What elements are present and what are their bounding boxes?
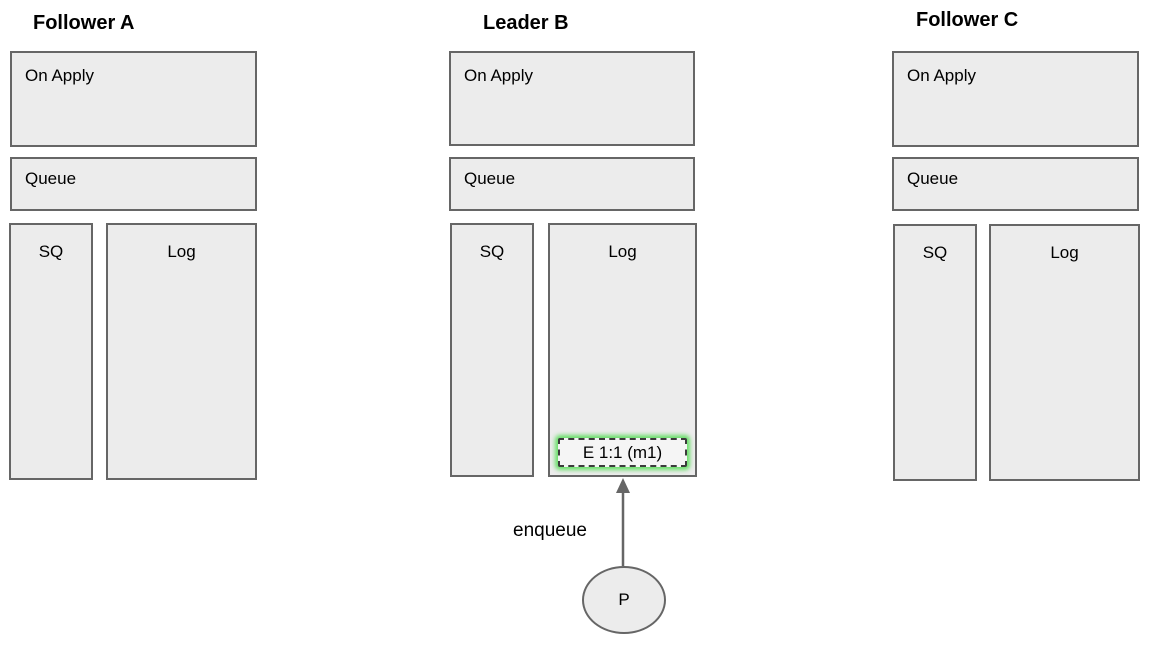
follower-a-sq-box: SQ (9, 223, 93, 480)
node-title-follower-c: Follower C (916, 9, 1019, 31)
follower-c-on-apply-box: On Apply (892, 51, 1139, 147)
follower-c-log-box: Log (989, 224, 1140, 481)
producer-label: P (618, 590, 630, 609)
follower-a-log-box: Log (106, 223, 257, 480)
leader-b-log-entry: E 1:1 (m1) (558, 438, 687, 467)
follower-c-queue-box: Queue (892, 157, 1139, 211)
leader-b-log-box: Log (548, 223, 697, 477)
node-title-follower-a: Follower A (33, 12, 135, 34)
node-title-leader-b: Leader B (483, 12, 569, 34)
follower-a-queue-box: Queue (10, 157, 257, 211)
enqueue-arrow (616, 478, 630, 566)
enqueue-label: enqueue (513, 520, 587, 541)
leader-b-sq-box: SQ (450, 223, 534, 477)
leader-b-queue-box: Queue (449, 157, 695, 211)
producer-node: P (582, 566, 666, 634)
follower-a-on-apply-box: On Apply (10, 51, 257, 147)
leader-b-on-apply-box: On Apply (449, 51, 695, 146)
follower-c-sq-box: SQ (893, 224, 977, 481)
